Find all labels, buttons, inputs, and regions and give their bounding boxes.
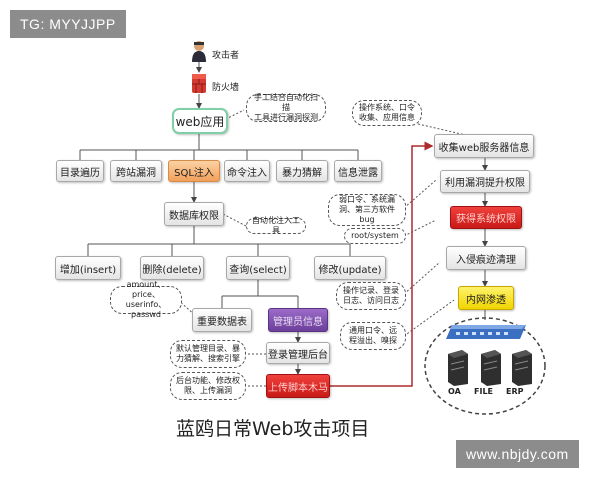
switch-icon [446, 324, 526, 339]
node-collect-server-info: 收集web服务器信息 [434, 134, 534, 158]
node-db-privilege: 数据库权限 [164, 202, 224, 226]
node-brute-force: 暴力猜解 [276, 160, 328, 182]
node-exploit-privesc: 利用漏洞提升权限 [440, 170, 530, 193]
node-trace-cleanup: 入侵痕迹清理 [446, 246, 526, 270]
watermark-bottom-right: www.nbjdy.com [456, 440, 579, 468]
note-os-info: 操作系统、口令收集、应用信息 [352, 100, 422, 126]
node-login-admin: 登录管理后台 [266, 342, 330, 364]
watermark-top-left: TG: MYYJJPP [10, 10, 126, 38]
node-important-tables: 重要数据表 [192, 308, 252, 332]
node-xss: 跨站漏洞 [110, 160, 162, 182]
note-scan: 手工结合自动化扫描工具进行漏洞探测 [246, 93, 326, 122]
node-select: 查询(select) [226, 256, 290, 280]
node-info-leak: 信息泄露 [334, 160, 382, 182]
server-oa-label: OA [448, 387, 461, 396]
note-default-admin: 默认管理目录、暴力猜解、搜索引擎 [170, 340, 246, 368]
node-admin-info: 管理员信息 [268, 308, 328, 332]
node-update: 修改(update) [314, 256, 386, 280]
node-insert: 增加(insert) [55, 256, 121, 280]
servers-icon [442, 348, 542, 386]
note-backend: 后台功能、修改权限、上传漏洞 [170, 372, 246, 400]
firewall-label: 防火墙 [212, 83, 240, 93]
node-sqli: SQL注入 [168, 160, 220, 182]
node-delete: 删除(delete) [140, 256, 204, 280]
note-weak-pass: 弱口令、系统漏洞、第三方软件bug [328, 194, 406, 226]
node-os-privilege: 获得系统权限 [450, 206, 522, 229]
server-erp-label: ERP [506, 387, 524, 396]
attacker-icon [190, 40, 208, 62]
note-lateral: 通用口令、远程溢出、嗅探 [340, 322, 406, 350]
node-dir-traversal: 目录遍历 [56, 160, 104, 182]
attacker-label: 攻击者 [212, 51, 240, 61]
note-root: root/system [344, 228, 406, 244]
node-upload-trojan: 上传脚本木马 [266, 374, 330, 398]
diagram-caption: 蓝鸥日常Web攻击项目 [176, 418, 370, 440]
server-file-label: FILE [474, 387, 494, 396]
web-app-node: web应用 [172, 108, 228, 134]
node-lateral-movement: 内网渗透 [458, 286, 514, 310]
firewall-icon [191, 72, 207, 94]
node-cmd-injection: 命令注入 [224, 160, 270, 182]
note-fields: amount、price、userinfo、passwd [110, 280, 182, 319]
note-logs: 操作记录、登录日志、访问日志 [336, 282, 406, 310]
note-auto-inject: 自动化注入工具 [246, 216, 306, 235]
